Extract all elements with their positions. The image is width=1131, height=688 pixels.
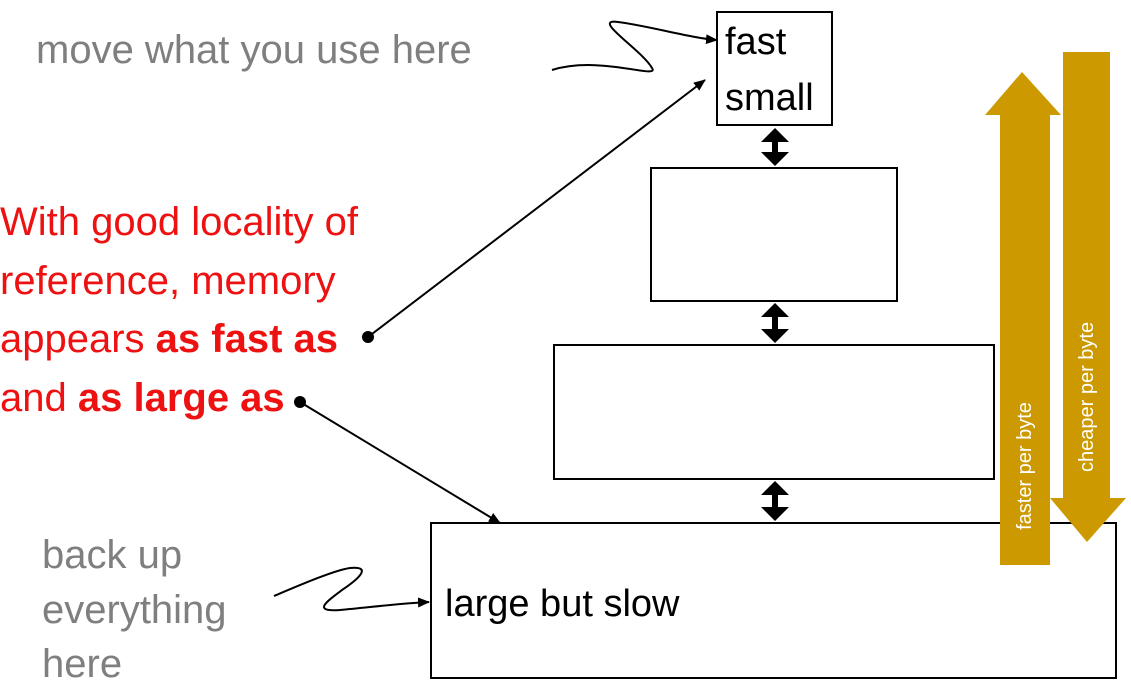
level-connector-1 [761, 128, 789, 166]
top-level-label-small: small [725, 77, 814, 119]
memory-level-2-box [650, 167, 898, 302]
pointer-dot-fast [362, 331, 374, 343]
faster-per-byte-arrow [985, 72, 1061, 565]
locality-as-large-as: as large as [77, 376, 285, 420]
cheaper-per-byte-arrow [1050, 52, 1126, 542]
locality-as-fast-as: as fast as [155, 317, 339, 361]
locality-text-line-2: reference, memory [0, 259, 336, 303]
move-what-you-use-label: move what you use here [36, 28, 472, 72]
memory-level-3-box [553, 344, 995, 480]
back-up-label-line-3: here [42, 642, 123, 686]
pointer-dot-large [294, 396, 306, 408]
squiggle-arrow-top [551, 20, 718, 73]
pointer-line-large [299, 401, 501, 524]
back-up-label-line-1: back up [42, 533, 183, 577]
pointer-line-fast [367, 79, 706, 338]
locality-text-line-1: With good locality of [0, 200, 358, 244]
squiggle-arrow-bottom [273, 566, 430, 612]
locality-text-line-3: appears as fast as [0, 310, 338, 368]
back-up-label-line-2: everything [42, 588, 227, 632]
locality-text-line-4: and as large as [0, 369, 285, 427]
bottom-level-label: large but slow [445, 583, 680, 625]
cheaper-per-byte-label: cheaper per byte [1076, 321, 1098, 472]
faster-per-byte-label: faster per byte [1014, 402, 1036, 530]
level-connector-2 [761, 303, 789, 343]
locality-and: and [0, 376, 78, 420]
level-connector-3 [761, 481, 789, 521]
memory-level-top-box [716, 11, 833, 126]
top-level-label-fast: fast [725, 21, 787, 63]
locality-appears: appears [0, 317, 156, 361]
